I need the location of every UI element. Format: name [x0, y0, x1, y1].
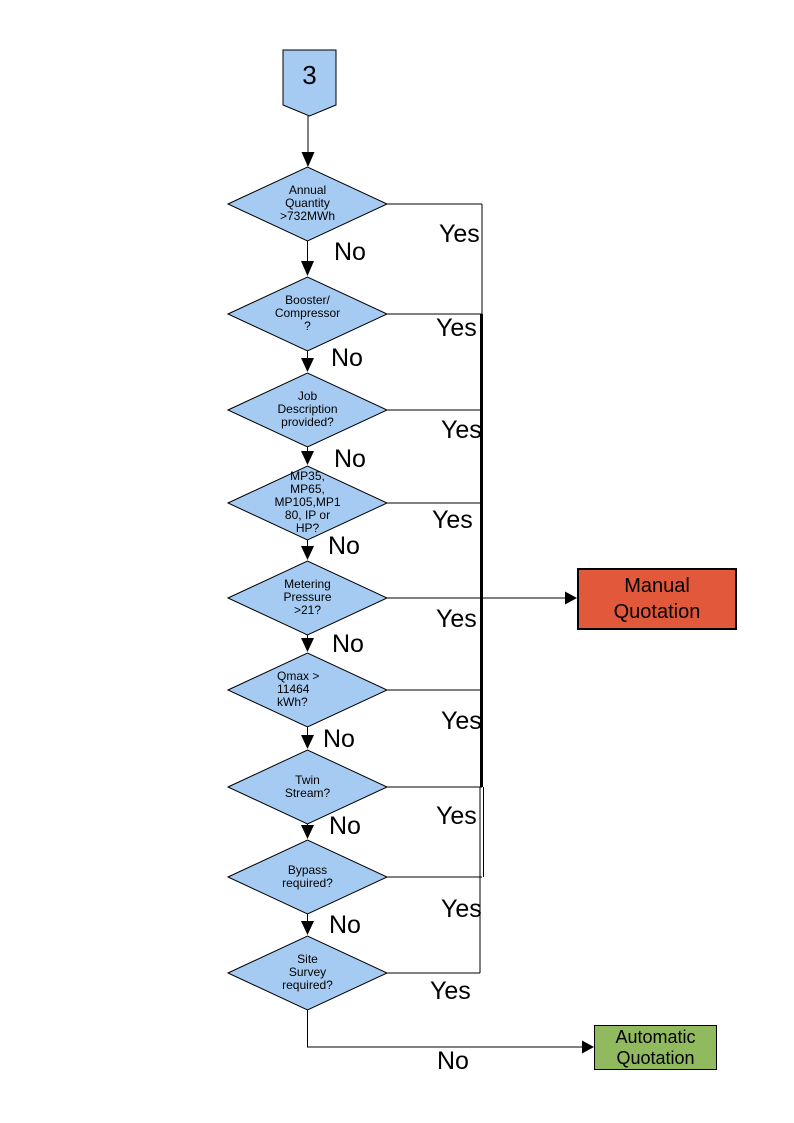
decision-label-bypass: Bypass required? — [282, 863, 333, 890]
yes-label: Yes — [436, 314, 477, 342]
no-label: No — [332, 630, 364, 658]
yes-label: Yes — [441, 707, 482, 735]
yes-label: Yes — [432, 506, 473, 534]
arrowhead-down-icon — [301, 825, 314, 839]
decision-diamond-metering-pressure — [226, 560, 389, 636]
arrowhead-down-icon — [301, 152, 315, 167]
arrowhead-down-icon — [301, 921, 314, 935]
no-label: No — [334, 238, 366, 266]
arrowhead-down-icon — [301, 451, 314, 465]
decision-diamond-twin-stream — [226, 749, 389, 825]
no-label: No — [329, 911, 361, 939]
yes-label: Yes — [441, 416, 482, 444]
no-arrow — [301, 539, 314, 560]
yes-label: Yes — [436, 605, 477, 633]
connector-to-first-decision-arrow — [301, 116, 315, 167]
decision-label-booster-compressor: Booster/ Compressor ? — [274, 293, 341, 333]
arrowhead-down-icon — [301, 735, 314, 749]
yes-collector-line — [479, 204, 484, 973]
no-arrow — [301, 240, 314, 276]
no-arrow — [301, 913, 314, 935]
no-label: No — [334, 445, 366, 473]
yes-label: Yes — [430, 977, 471, 1005]
decision-diamond-pressure-tier — [226, 465, 389, 541]
no-arrow — [301, 823, 314, 839]
no-arrow — [301, 726, 314, 749]
decision-label-qmax: Qmax > 11464 kWh? — [277, 669, 320, 709]
decision-diamond-qmax — [226, 652, 389, 728]
yes-label: Yes — [441, 895, 482, 923]
yes-label: Yes — [436, 802, 477, 830]
offpage-connector-shape — [282, 49, 337, 117]
arrowhead-right-icon — [565, 591, 577, 605]
yes-label: Yes — [439, 220, 480, 248]
no-label: No — [323, 725, 355, 753]
offpage-connector-label: 3 — [302, 60, 317, 90]
decision-label-pressure-tier: MP35, MP65, MP105,MP1 80, IP or HP? — [274, 469, 341, 535]
decision-label-site-survey: Site Survey required? — [282, 952, 333, 992]
decision-diamond-annual-quantity — [226, 166, 389, 242]
decision-diamond-bypass — [226, 839, 389, 915]
no-label: No — [329, 812, 361, 840]
arrowhead-down-icon — [301, 546, 314, 560]
manual-quotation-arrow — [483, 591, 577, 605]
yes-branch-lines — [386, 203, 482, 974]
automatic-quotation-arrow — [307, 1010, 594, 1054]
decision-label-twin-stream: Twin Stream? — [284, 773, 331, 800]
no-arrow — [301, 446, 314, 465]
no-label-final: No — [437, 1047, 469, 1075]
decision-diamond-job-description — [226, 372, 389, 448]
arrowhead-down-icon — [301, 638, 314, 652]
no-arrow — [301, 350, 314, 372]
arrowhead-right-icon — [582, 1040, 594, 1054]
decision-label-job-description: Job Description provided? — [277, 389, 338, 429]
arrowhead-down-icon — [301, 358, 314, 372]
decision-diamond-booster-compressor — [226, 276, 389, 352]
decision-label-annual-quantity: Annual Quantity >732MWh — [279, 183, 336, 223]
automatic-quotation-box: Automatic Quotation — [594, 1025, 717, 1070]
arrowhead-down-icon — [301, 261, 314, 276]
no-label: No — [328, 532, 360, 560]
no-label: No — [331, 344, 363, 372]
no-arrow — [301, 634, 314, 652]
decision-diamonds — [226, 166, 389, 1011]
decision-diamond-site-survey — [226, 935, 389, 1011]
decision-label-metering-pressure: Metering Pressure >21? — [283, 577, 332, 617]
manual-quotation-box: Manual Quotation — [577, 568, 737, 630]
